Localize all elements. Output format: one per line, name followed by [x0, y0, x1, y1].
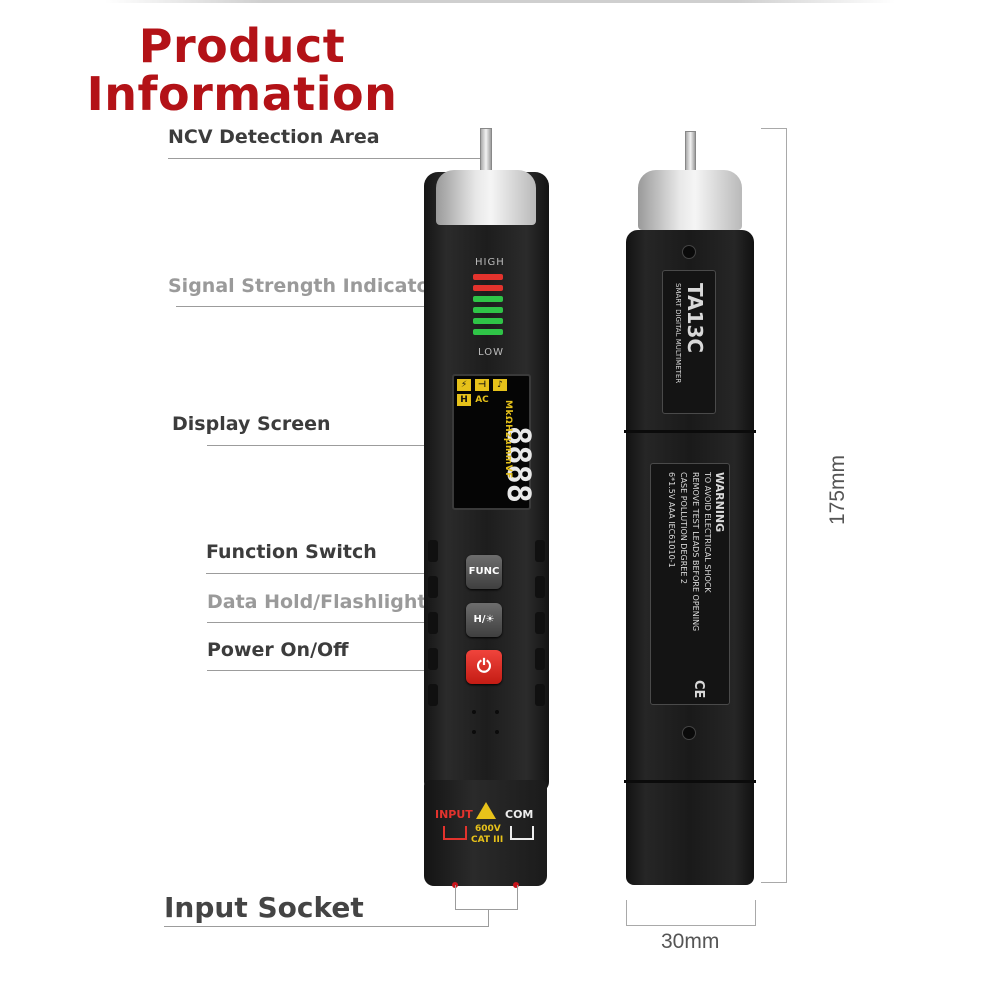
speaker-hole — [472, 730, 476, 734]
side-grip-right-5 — [535, 684, 545, 706]
speaker-hole — [495, 710, 499, 714]
screen-digits: 8888 — [500, 426, 538, 504]
screen-icon-beep: ♪ — [493, 379, 507, 391]
side-grip-right-2 — [535, 576, 545, 598]
side-grip-left-5 — [428, 684, 438, 706]
title-line-2: Information — [86, 67, 398, 121]
rating-category: CAT III — [471, 835, 504, 845]
side-grip-left-3 — [428, 612, 438, 634]
leader-socket — [164, 926, 489, 927]
case-seam-bottom — [624, 780, 756, 783]
callout-input-socket: Input Socket — [164, 891, 364, 924]
speaker-hole — [472, 710, 476, 714]
callout-dot-com — [513, 882, 519, 888]
socket-stem — [488, 909, 489, 927]
warning-triangle-icon — [476, 802, 496, 819]
warning-label-plate — [650, 463, 730, 705]
com-jack-icon — [510, 826, 534, 840]
warning-line-4: 6*1.5V AAA IEC61010-1 — [667, 472, 676, 568]
screen-units: MkΩHzμmmVF — [503, 400, 513, 479]
page-title: Product Information — [82, 22, 402, 118]
screen-icon-capacitor: ⊣ — [475, 379, 489, 391]
dim-line-width — [626, 925, 756, 926]
dim-tick-bottom — [761, 882, 787, 883]
warning-line-2: REMOVE TEST LEADS BEFORE OPENING — [691, 472, 700, 632]
hold-flashlight-button[interactable]: H/☀ — [466, 603, 502, 637]
callout-ncv-detection: NCV Detection Area — [168, 126, 380, 148]
leader-function — [206, 573, 472, 574]
ncv-cap — [436, 170, 536, 225]
signal-bar-red-1 — [473, 274, 503, 280]
callout-function-switch: Function Switch — [206, 541, 377, 563]
screen-mode-label: AC — [475, 395, 489, 405]
dim-tick-right — [755, 900, 756, 926]
com-label: COM — [505, 808, 534, 821]
signal-bar-green-3 — [473, 318, 503, 324]
func-button[interactable]: FUNC — [466, 555, 502, 589]
side-grip-left-2 — [428, 576, 438, 598]
signal-bar-red-2 — [473, 285, 503, 291]
dim-tick-top — [761, 128, 787, 129]
warning-line-3: CASE POLLUTION DEGREE 2 — [679, 472, 688, 585]
dim-height-label: 175mm — [826, 454, 849, 525]
leader-power — [207, 670, 472, 671]
leader-ncv — [168, 158, 486, 159]
input-jack-icon — [443, 826, 467, 840]
screen-icon-battery: ⚡ — [457, 379, 471, 391]
side-grip-right-3 — [535, 612, 545, 634]
side-grip-left-1 — [428, 540, 438, 562]
model-plate — [662, 270, 716, 414]
signal-bar-green-1 — [473, 296, 503, 302]
callout-power: Power On/Off — [207, 639, 349, 661]
ncv-probe-tip — [480, 128, 492, 175]
power-icon: ⏻ — [476, 656, 492, 677]
dim-width-label: 30mm — [661, 930, 720, 953]
top-divider — [105, 0, 895, 3]
case-seam — [624, 430, 756, 433]
side-grip-right-1 — [535, 540, 545, 562]
side-grip-right-4 — [535, 648, 545, 670]
leader-hold — [207, 622, 472, 623]
power-button[interactable]: ⏻ — [466, 650, 502, 684]
leader-display — [207, 445, 486, 446]
ncv-cap-back — [638, 170, 742, 230]
input-label: INPUT — [435, 808, 473, 821]
signal-bar-green-2 — [473, 307, 503, 313]
signal-high-label: HIGH — [475, 257, 505, 268]
model-name: TA13C — [683, 283, 707, 354]
warning-title: WARNING — [713, 472, 726, 533]
warning-line-1: TO AVOID ELECTRICAL SHOCK — [703, 472, 712, 593]
screw-top — [682, 245, 696, 259]
callout-signal-strength: Signal Strength Indicator — [168, 275, 439, 297]
callout-data-hold: Data Hold/Flashlight — [207, 591, 427, 613]
ce-mark: CE — [691, 680, 706, 699]
signal-low-label: LOW — [478, 347, 504, 358]
callout-display-screen: Display Screen — [172, 413, 331, 435]
dim-line-height — [786, 128, 787, 883]
speaker-hole — [495, 730, 499, 734]
signal-bar-green-4 — [473, 329, 503, 335]
rating-voltage: 600V — [475, 824, 501, 834]
screw-bottom — [682, 726, 696, 740]
side-grip-left-4 — [428, 648, 438, 670]
socket-bracket — [455, 885, 518, 910]
leader-signal — [176, 306, 486, 307]
dim-tick-left — [626, 900, 627, 926]
model-subtitle: SMART DIGITAL MULTIMETER — [674, 283, 682, 384]
screen-icon-hold: H — [457, 394, 471, 406]
title-line-1: Product — [138, 19, 346, 73]
